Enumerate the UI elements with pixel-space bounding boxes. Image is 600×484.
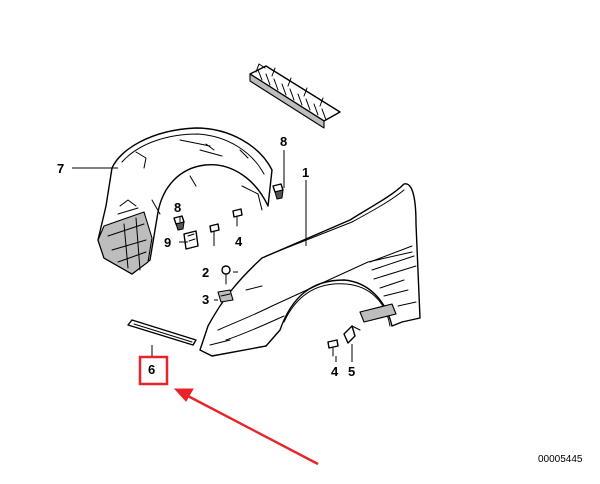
wheel-arch-liner bbox=[97, 127, 273, 275]
callout-7: 7 bbox=[57, 161, 64, 176]
screw-liner bbox=[209, 223, 220, 243]
edge-strip bbox=[127, 319, 197, 346]
highlight-box bbox=[138, 355, 169, 386]
leader-lines bbox=[72, 150, 353, 362]
grommet-left bbox=[173, 215, 185, 231]
screw-fender bbox=[232, 208, 243, 227]
callout-5: 5 bbox=[348, 364, 355, 379]
grommet-upper-right bbox=[272, 183, 284, 200]
callout-2: 2 bbox=[202, 265, 209, 280]
fender bbox=[199, 183, 421, 357]
highlight-annotation bbox=[138, 355, 319, 466]
callout-4-upper: 4 bbox=[235, 234, 243, 249]
callout-3: 3 bbox=[202, 292, 209, 307]
clamp bbox=[183, 230, 199, 250]
ribbed-strip bbox=[249, 63, 341, 129]
callouts: 7 1 8 8 9 4 2 3 4 5 6 bbox=[57, 134, 355, 379]
clip-upper bbox=[221, 265, 231, 285]
callout-8-left: 8 bbox=[174, 200, 181, 215]
screw-lower bbox=[327, 339, 339, 357]
highlight-arrow-shaft bbox=[185, 393, 319, 466]
callout-9: 9 bbox=[164, 235, 171, 250]
bracket bbox=[343, 325, 361, 344]
clip-nut bbox=[217, 289, 234, 303]
callout-1: 1 bbox=[302, 165, 309, 180]
diagram-code: 00005445 bbox=[538, 454, 583, 465]
callout-4-lower: 4 bbox=[331, 364, 339, 379]
callout-8-top: 8 bbox=[280, 134, 287, 149]
highlight-arrow-head bbox=[173, 388, 194, 402]
callout-6: 6 bbox=[148, 362, 155, 377]
